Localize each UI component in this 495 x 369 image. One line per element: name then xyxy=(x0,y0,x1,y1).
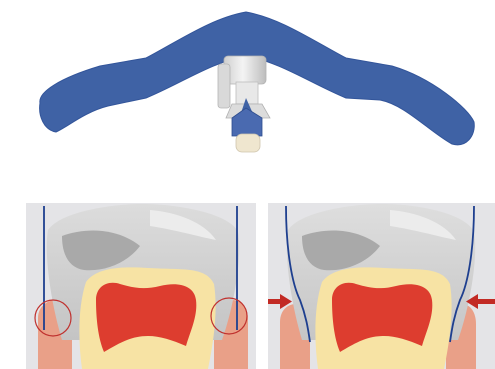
clip-side-arm xyxy=(218,64,230,108)
panel-gutter xyxy=(256,203,268,369)
clip-base xyxy=(236,134,260,152)
panel-right xyxy=(262,203,495,369)
pulp-root xyxy=(116,348,178,369)
pulp-root-2 xyxy=(352,348,414,369)
retainer-clip xyxy=(218,56,270,152)
panel-left xyxy=(26,203,256,369)
